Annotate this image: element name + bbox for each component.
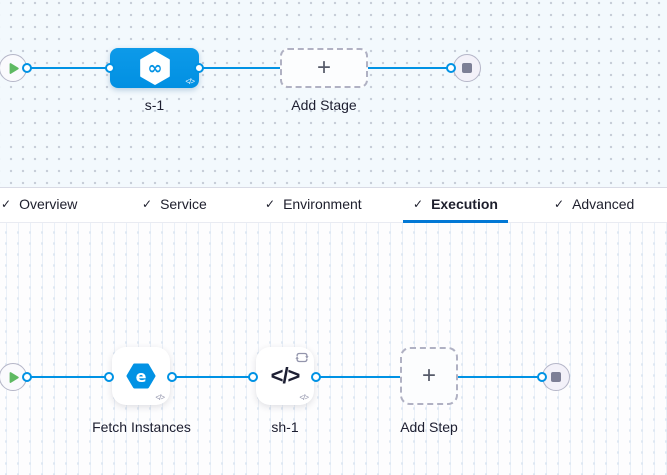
shell-script-icon: </>: [270, 363, 301, 388]
check-icon: ✓: [413, 197, 424, 211]
tab-environment[interactable]: ✓ Environment: [265, 188, 362, 223]
tab-label: Execution: [431, 196, 498, 212]
tab-execution[interactable]: ✓ Execution: [403, 188, 508, 223]
tab-label: Advanced: [572, 196, 635, 212]
step-name-label: sh-1: [271, 419, 299, 435]
step-node-sh-1[interactable]: </> </>: [256, 347, 314, 405]
execution-graph-canvas[interactable]: e </> Fetch Instances </> </> sh-1 + Add…: [0, 223, 667, 475]
tab-overview[interactable]: ✓ Overview: [1, 188, 77, 223]
add-step-button[interactable]: +: [400, 347, 458, 405]
stop-in-port[interactable]: [537, 372, 547, 382]
step-yaml-code-icon: </>: [299, 393, 309, 402]
step-in-port[interactable]: [104, 372, 114, 382]
step-node-fetch-instances[interactable]: e </>: [112, 347, 170, 405]
plus-icon: +: [316, 54, 331, 81]
step-name-label: Fetch Instances: [92, 419, 191, 435]
step-out-port[interactable]: [311, 372, 321, 382]
pipeline-stop-node[interactable]: [453, 54, 481, 82]
stage-yaml-code-icon: </>: [185, 77, 195, 86]
start-out-port[interactable]: [22, 372, 32, 382]
stage-config-tabbar: ✓ Overview ✓ Service ✓ Environment ✓ Exe…: [0, 187, 667, 223]
step-in-port[interactable]: [248, 372, 258, 382]
check-icon: ✓: [554, 197, 565, 211]
stage-graph-canvas[interactable]: ∞ </> s-1 + Add Stage: [0, 0, 667, 187]
tab-label: Overview: [19, 196, 78, 212]
cd-stage-icon: ∞: [139, 51, 170, 85]
start-out-port[interactable]: [22, 63, 32, 73]
plus-icon: +: [421, 362, 436, 389]
tab-service[interactable]: ✓ Service: [142, 188, 207, 223]
play-icon: [9, 371, 19, 383]
stage-node-s-1[interactable]: ∞ </>: [110, 48, 199, 88]
stage-connector-edge: [27, 67, 451, 69]
step-out-port[interactable]: [167, 372, 177, 382]
check-icon: ✓: [1, 197, 12, 211]
stop-in-port[interactable]: [446, 63, 456, 73]
stage-out-port[interactable]: [194, 63, 204, 73]
play-icon: [9, 62, 19, 74]
step-yaml-code-icon: </>: [155, 393, 165, 402]
stop-icon: [551, 372, 561, 382]
fetch-instances-icon: e: [126, 363, 156, 389]
tab-advanced[interactable]: ✓ Advanced: [554, 188, 634, 223]
stage-in-port[interactable]: [105, 63, 115, 73]
stage-name-label: s-1: [144, 97, 165, 113]
add-stage-label: Add Stage: [291, 97, 357, 113]
add-step-label: Add Step: [400, 419, 458, 435]
tab-label: Environment: [283, 196, 362, 212]
stop-icon: [462, 63, 472, 73]
check-icon: ✓: [142, 197, 153, 211]
looping-strategy-icon: [294, 351, 310, 369]
check-icon: ✓: [265, 197, 276, 211]
svg-text:∞: ∞: [147, 58, 162, 79]
tab-label: Service: [160, 196, 207, 212]
add-stage-button[interactable]: +: [280, 48, 368, 88]
svg-text:e: e: [136, 367, 147, 386]
